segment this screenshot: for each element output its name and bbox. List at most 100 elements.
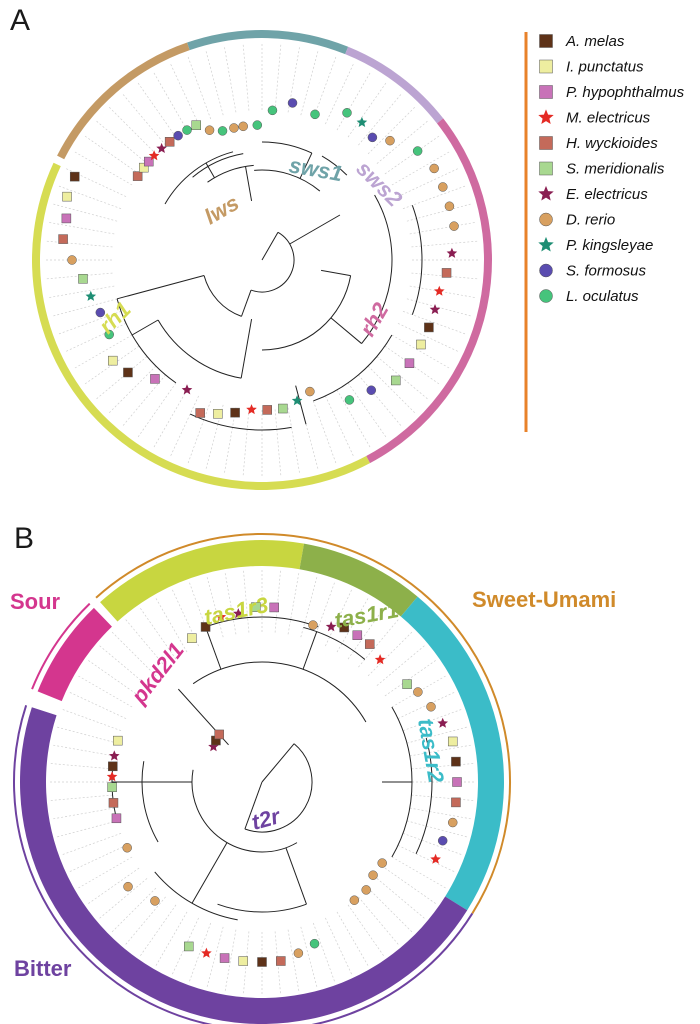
panel-a-letter: A xyxy=(10,4,30,37)
legend-label: S. meridionalis xyxy=(566,161,665,178)
leaf-guide xyxy=(300,404,319,471)
group-label-sour: Sour xyxy=(10,589,61,614)
leaf-guide xyxy=(402,832,462,855)
marker-d-rerio xyxy=(368,870,378,880)
leaf-guide xyxy=(406,203,473,222)
leaf-guide xyxy=(187,55,212,120)
leaf-guide xyxy=(397,323,460,353)
branch-arc xyxy=(361,194,393,344)
leaf-guide xyxy=(83,345,140,386)
leaf-guide xyxy=(44,240,113,248)
marker-m-electricus xyxy=(148,150,160,161)
leaf-guide xyxy=(62,709,122,732)
marker-d-rerio xyxy=(123,881,133,892)
leaf-guide xyxy=(152,389,188,449)
leaf-guide xyxy=(274,570,281,633)
marker-d-rerio xyxy=(438,182,448,192)
marker-h-wyckioides xyxy=(276,956,286,966)
marker-d-rerio xyxy=(308,620,318,630)
marker-i-punctatus xyxy=(416,339,426,350)
leaf-guide xyxy=(376,645,425,686)
marker-d-rerio xyxy=(426,702,436,712)
marker-m-electricus xyxy=(201,947,212,958)
marker-a-melas xyxy=(339,622,349,633)
marker-s-meridionalis xyxy=(278,403,288,414)
clade-label-tas1r3: tas1r3 xyxy=(202,592,271,630)
ring-segment-t2r xyxy=(20,707,468,1024)
leaf-guide xyxy=(336,389,372,449)
branch-arc xyxy=(244,743,313,833)
leaf-guide xyxy=(347,382,388,439)
leaf-guide xyxy=(274,409,282,478)
marker-d-rerio xyxy=(204,125,215,135)
ring-segment-pkd2l1 xyxy=(37,607,112,702)
ring-segment-rh1 xyxy=(32,162,370,490)
leaf-guide xyxy=(397,692,455,719)
leaf-guide xyxy=(367,631,413,677)
branch-arc xyxy=(116,298,177,384)
marker-e-electricus xyxy=(429,304,441,315)
marker-h-wyckioides xyxy=(364,639,375,649)
branch-radial xyxy=(302,631,318,670)
marker-d-rerio xyxy=(447,817,458,828)
marker-i-punctatus xyxy=(539,59,553,74)
marker-l-oculatus xyxy=(342,108,352,118)
legend-label: P. hypophthalmus xyxy=(566,84,685,101)
marker-a-melas xyxy=(451,756,461,767)
marker-h-wyckioides xyxy=(262,405,272,415)
marker-s-formosus xyxy=(367,132,378,143)
leaf-guide xyxy=(57,726,118,744)
leaf-guide xyxy=(384,134,441,175)
leaf-guide xyxy=(406,820,467,838)
marker-s-formosus xyxy=(437,835,448,846)
marker-p-hypophthalmus xyxy=(144,156,154,167)
leaf-guide xyxy=(358,92,403,146)
marker-d-rerio xyxy=(229,123,239,133)
marker-m-electricus xyxy=(434,285,445,296)
legend-label: P. kingsleyae xyxy=(566,237,653,254)
marker-s-meridionalis xyxy=(391,375,401,386)
leaf-guide xyxy=(287,573,300,635)
marker-m-electricus xyxy=(246,404,257,415)
marker-a-melas xyxy=(108,761,118,772)
leaf-guide xyxy=(83,134,140,175)
marker-s-meridionalis xyxy=(402,679,412,689)
marker-l-oculatus xyxy=(412,146,423,156)
leaf-guide xyxy=(402,185,467,210)
marker-p-hypophthalmus xyxy=(404,358,415,368)
marker-h-wyckioides xyxy=(132,171,143,181)
leaf-guide xyxy=(312,55,337,120)
leaf-guide xyxy=(140,904,177,956)
leaf-guide xyxy=(73,334,133,370)
leaf-guide xyxy=(358,374,403,428)
marker-d-rerio xyxy=(122,843,132,853)
marker-d-rerio xyxy=(361,885,371,895)
marker-e-electricus xyxy=(181,384,193,395)
marker-i-punctatus xyxy=(62,191,72,202)
legend-label: D. rerio xyxy=(566,212,615,229)
panel-b-clade-labels: tas1r3 tas1r1 tas1r2 t2r pkd2l1 xyxy=(126,592,449,835)
leaf-guide xyxy=(47,221,115,235)
marker-i-punctatus xyxy=(213,409,223,419)
leaf-guide xyxy=(336,71,372,131)
branch-radial xyxy=(245,166,253,201)
marker-s-formosus xyxy=(539,263,553,278)
leaf-guide xyxy=(125,896,166,945)
leaf-guide xyxy=(406,298,473,317)
marker-a-melas xyxy=(123,367,133,378)
branch-arc xyxy=(164,151,234,205)
marker-m-electricus xyxy=(374,654,386,665)
leaf-guide xyxy=(169,395,199,458)
marker-d-rerio xyxy=(67,255,77,265)
leaf-guide xyxy=(325,917,352,975)
marker-p-kingsleyae xyxy=(538,236,554,252)
marker-p-kingsleyae xyxy=(356,116,368,127)
marker-p-hypophthalmus xyxy=(150,374,160,384)
leaf-guide xyxy=(223,45,237,113)
marker-d-rerio xyxy=(293,948,304,958)
panel-a-opsin-tree: A lws sws1 sws2 rh2 rh1 xyxy=(10,4,492,490)
marker-h-wyckioides xyxy=(164,137,175,147)
clade-label-sws1: sws1 xyxy=(287,152,344,186)
branch-arc xyxy=(192,661,367,723)
marker-i-punctatus xyxy=(113,735,123,746)
